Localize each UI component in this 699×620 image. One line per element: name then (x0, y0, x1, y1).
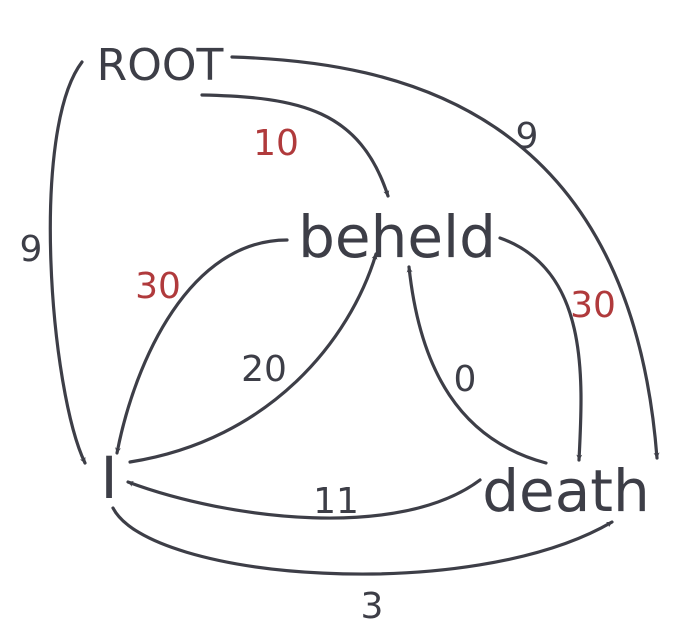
node-beheld: beheld (298, 203, 496, 271)
edges (48, 55, 660, 576)
edge-beheld-to-i (115, 238, 289, 455)
node-root: ROOT (97, 40, 224, 91)
edge-weight-beheld-i: 30 (135, 266, 181, 307)
edge-i-to-beheld (128, 252, 378, 464)
edge-beheld-to-death (498, 236, 583, 462)
edge-i-to-death (111, 506, 614, 576)
edge-weight-death-beheld: 0 (454, 359, 477, 400)
edge-root-to-death (230, 55, 660, 460)
edge-root-to-beheld (200, 93, 390, 198)
edge-weight-i-death: 3 (361, 586, 384, 620)
edge-death-to-beheld (406, 265, 548, 465)
edge-weight-root-i: 9 (20, 229, 43, 270)
edge-weight-i-beheld: 20 (241, 349, 287, 390)
nodes: ROOT beheld I death (97, 40, 650, 525)
edge-labels: 10 9 9 30 20 30 0 11 3 (20, 116, 616, 620)
edge-root-to-i (48, 60, 87, 465)
edge-weight-root-death: 9 (516, 116, 539, 157)
edge-weight-beheld-death: 30 (570, 285, 616, 326)
edge-weight-root-beheld: 10 (253, 123, 299, 164)
node-i: I (100, 444, 117, 512)
node-death: death (482, 457, 650, 525)
edge-death-to-i (126, 478, 482, 520)
edge-weight-death-i: 11 (313, 481, 359, 522)
